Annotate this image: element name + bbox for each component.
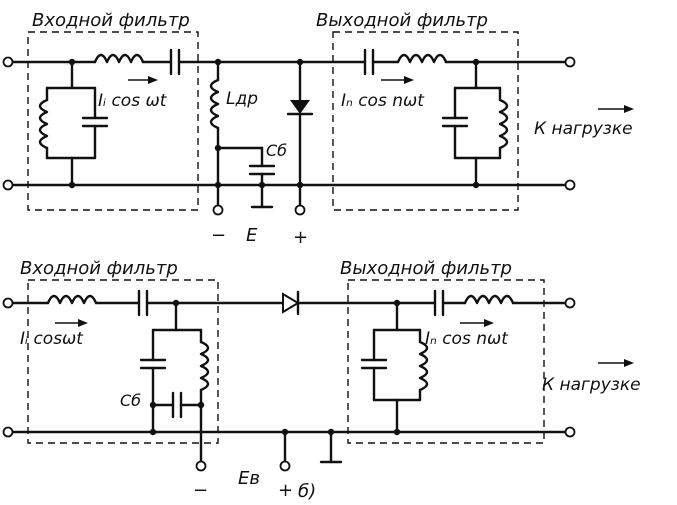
choke-bias-a <box>209 58 276 216</box>
supply-minus-terminal-b <box>195 460 207 472</box>
supply-plus-terminal-b <box>279 460 291 472</box>
tank-inductor-out-b <box>418 340 429 392</box>
output-current-label-b: Iₙ cos nωt <box>425 329 509 349</box>
input-current-label-a: Iᵢ cos ωt <box>98 91 168 111</box>
load-label-a: К нагрузке <box>534 119 633 139</box>
diagram-a: Входной фильтр Выходной фильтр Iᵢ cos ωt… <box>2 10 634 248</box>
series-inductor-out-a <box>396 53 448 64</box>
input-filter-label-b: Входной фильтр <box>20 258 178 279</box>
series-inductor-out-b <box>463 294 515 305</box>
block-cap-label-b: Cб <box>120 391 141 410</box>
load-label-b: К нагрузке <box>542 375 641 395</box>
supply-b <box>279 428 343 472</box>
choke-label-a: Lдр <box>226 89 258 109</box>
output-terminal-top-b <box>564 297 576 309</box>
input-tank-a <box>38 58 109 189</box>
supply-plus-terminal-a <box>294 204 306 216</box>
diagram-b: Входной фильтр Выходной фильтр Iᵢ cosωt … <box>2 258 641 502</box>
output-filter-box-b <box>347 279 545 444</box>
series-inductor-in-b <box>46 294 98 305</box>
choke-inductor-a <box>209 78 220 130</box>
input-tank-b <box>139 299 210 472</box>
tank-inductor-in-b <box>199 340 210 392</box>
arrows-b <box>55 319 634 367</box>
output-filter-label-a: Выходной фильтр <box>316 10 488 31</box>
minus-label-a: − <box>211 225 226 246</box>
plus-label-b: + <box>278 480 293 501</box>
output-filter-box-a <box>332 31 519 211</box>
input-terminal-top-b <box>2 297 14 309</box>
output-tank-a <box>441 58 509 189</box>
output-tank-b <box>360 299 429 436</box>
supply-label-a: E <box>246 225 258 246</box>
input-terminal-bottom-b <box>2 426 14 438</box>
output-filter-label-b: Выходной фильтр <box>340 258 512 279</box>
tank-inductor-out-a <box>498 98 509 150</box>
input-filter-label-a: Входной фильтр <box>32 10 190 31</box>
input-terminal-bottom-a <box>2 179 14 191</box>
minus-label-b: − <box>193 480 208 501</box>
output-current-label-a: Iₙ cos nωt <box>341 91 425 111</box>
varactor-diode-a <box>286 58 314 216</box>
supply-label-b: Eв <box>238 468 260 489</box>
bias-cap-label-a: Cб <box>266 141 287 160</box>
figure-tag-b: б) <box>298 481 316 502</box>
input-terminal-top-a <box>2 56 14 68</box>
tank-inductor-in-a <box>38 98 49 150</box>
output-terminal-bottom-a <box>564 179 576 191</box>
input-filter-box-b <box>27 279 219 444</box>
input-current-label-b: Iᵢ cosωt <box>20 329 84 349</box>
output-terminal-top-a <box>564 56 576 68</box>
series-diode-b <box>282 292 300 314</box>
plus-label-a: + <box>293 227 308 248</box>
input-filter-box-a <box>27 31 199 211</box>
supply-minus-terminal-a <box>212 204 224 216</box>
series-inductor-in-a <box>93 53 145 64</box>
output-terminal-bottom-b <box>564 426 576 438</box>
arrows-a <box>128 76 634 113</box>
